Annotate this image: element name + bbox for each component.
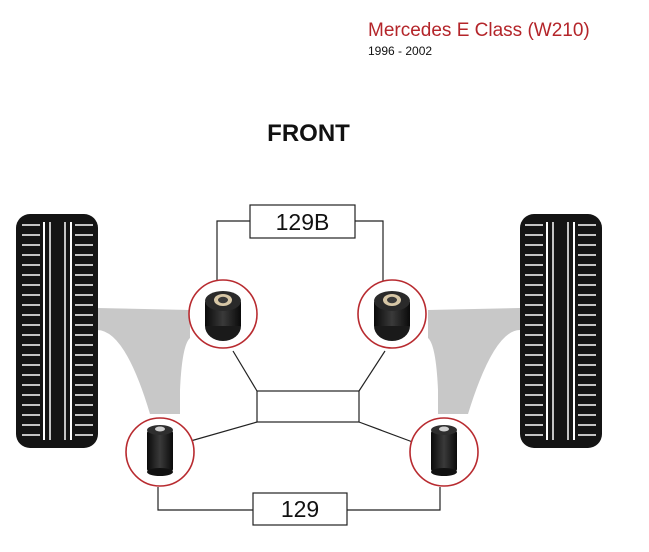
bush-upper-right bbox=[357, 279, 427, 349]
part-box-upper bbox=[249, 204, 356, 239]
left-wishbone-arm bbox=[97, 308, 190, 414]
header: Mercedes E Class (W210) 1996 - 2002 bbox=[368, 20, 590, 59]
bush-lower-right bbox=[409, 417, 479, 487]
left-tyre bbox=[16, 214, 98, 448]
part-number-upper: 129B bbox=[275, 209, 330, 235]
center-box bbox=[256, 390, 360, 423]
bush-lower-left bbox=[125, 417, 195, 487]
front-label: FRONT bbox=[267, 120, 350, 147]
part-box-lower bbox=[252, 492, 348, 526]
bush-upper-left bbox=[188, 279, 258, 349]
part-number-lower: 129 bbox=[280, 496, 320, 522]
vehicle-title: Mercedes E Class (W210) bbox=[368, 20, 590, 41]
model-years: 1996 - 2002 bbox=[368, 44, 433, 58]
right-wishbone-arm bbox=[428, 308, 520, 414]
right-tyre bbox=[520, 214, 602, 448]
connector-lines bbox=[157, 220, 441, 511]
